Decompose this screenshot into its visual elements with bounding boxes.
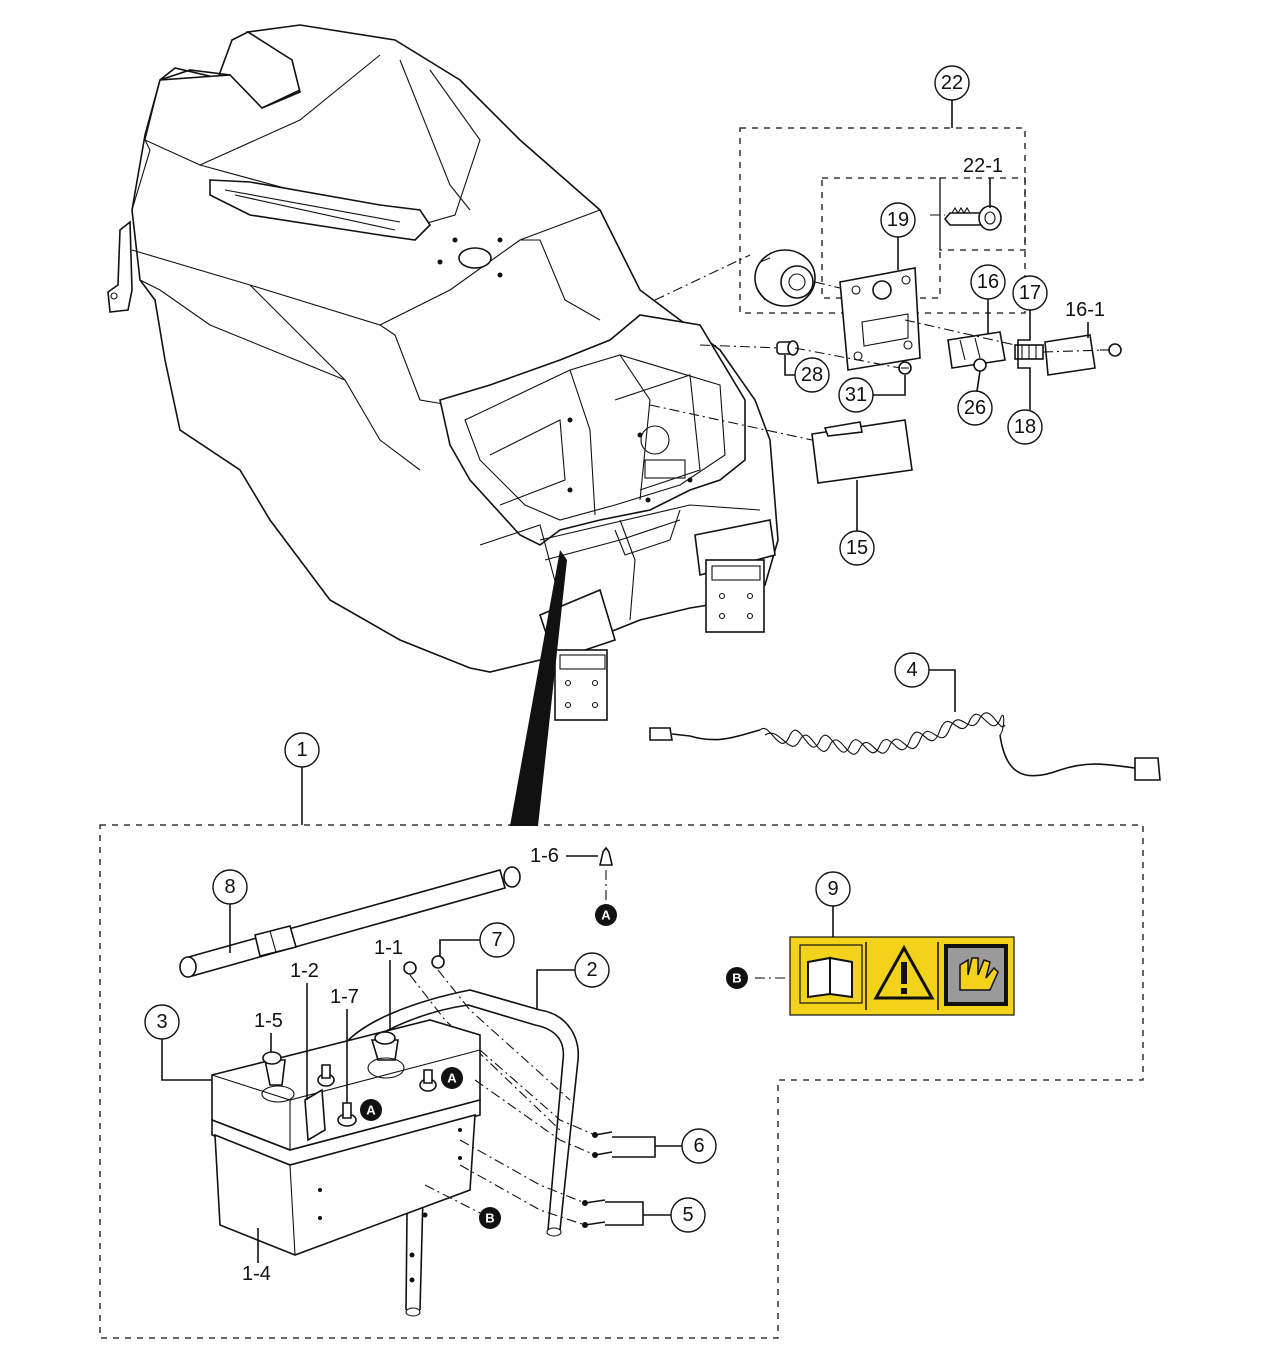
svg-text:8: 8: [224, 876, 235, 898]
svg-text:7: 7: [491, 929, 502, 951]
svg-text:1-1: 1-1: [374, 937, 403, 959]
callout-1: 1: [284, 732, 320, 768]
callout-1-1: 1-1: [374, 937, 403, 1030]
callout-16-1: 16-1: [1065, 299, 1105, 338]
callout-1-6: 1-6: [530, 845, 598, 867]
callout-4: 4: [894, 652, 956, 712]
strap-part: [179, 866, 521, 978]
ref-marker-a-box-right: A: [441, 1067, 463, 1089]
svg-text:19: 19: [887, 209, 909, 231]
svg-text:A: A: [447, 1071, 457, 1086]
callout-22-1: 22-1: [963, 155, 1003, 208]
callout-18: 18: [1007, 409, 1043, 445]
ignition-assembly: [649, 100, 1122, 484]
svg-text:28: 28: [801, 364, 823, 386]
screw-set-6: [592, 1131, 656, 1158]
bell-part: [598, 846, 614, 905]
svg-text:5: 5: [682, 1204, 693, 1226]
cover-part-16-1: [1044, 334, 1096, 376]
svg-text:18: 18: [1014, 416, 1036, 438]
callout-15: 15: [839, 480, 875, 566]
svg-text:22: 22: [941, 72, 963, 94]
svg-text:4: 4: [906, 659, 917, 681]
svg-text:2: 2: [586, 959, 597, 981]
nut-parts: [403, 955, 571, 1131]
safety-decal: [789, 936, 1015, 1016]
ref-marker-a-top: A: [595, 904, 617, 926]
callout-26: 26: [957, 370, 993, 426]
svg-text:3: 3: [156, 1011, 167, 1033]
svg-text:1-7: 1-7: [330, 986, 359, 1008]
svg-text:B: B: [732, 971, 741, 986]
housing-part-15: [811, 419, 913, 484]
callout-1-4: 1-4: [242, 1228, 271, 1285]
svg-text:22-1: 22-1: [963, 155, 1003, 177]
svg-text:26: 26: [964, 397, 986, 419]
screw-part-31: [898, 361, 912, 375]
callout-17: 17: [1012, 275, 1048, 311]
callout-6: 6: [655, 1128, 717, 1164]
ref-marker-b-handle: B: [479, 1207, 501, 1229]
callout-8: 8: [212, 869, 248, 953]
mounting-plate: [839, 267, 921, 371]
callout-19: 19: [880, 202, 916, 270]
ref-marker-b-decal: B: [726, 967, 748, 989]
callout-7: 7: [439, 922, 515, 958]
warning-triangle-icon: [873, 944, 935, 1000]
switch-part-16: [947, 331, 1006, 369]
svg-text:16: 16: [977, 271, 999, 293]
detail-leader-wedge: [510, 550, 567, 826]
svg-text:6: 6: [693, 1135, 704, 1157]
svg-text:1: 1: [296, 739, 307, 761]
svg-text:17: 17: [1019, 282, 1041, 304]
bushing-part: [776, 340, 799, 356]
callout-9: 9: [815, 871, 851, 937]
ignition-switch: [754, 249, 816, 307]
callout-31: 31: [838, 375, 906, 413]
coiled-cable: [649, 712, 1161, 781]
callout-5: 5: [643, 1197, 706, 1233]
ref-marker-a-box-left: A: [360, 1099, 382, 1121]
svg-text:1-6: 1-6: [530, 845, 559, 867]
control-box: [211, 1019, 481, 1256]
svg-text:1-4: 1-4: [242, 1263, 271, 1285]
key-part: [943, 205, 1002, 231]
svg-text:A: A: [601, 908, 611, 923]
svg-text:15: 15: [846, 537, 868, 559]
callout-1-7: 1-7: [330, 986, 359, 1103]
callout-1-5: 1-5: [254, 1010, 283, 1052]
callout-2: 2: [536, 952, 610, 1010]
callout-1-2: 1-2: [290, 960, 319, 1100]
svg-text:31: 31: [845, 384, 867, 406]
spacer-part-26: [973, 358, 987, 372]
console-housing: [107, 24, 779, 721]
callout-16: 16: [970, 264, 1006, 334]
assembly-22-1-outline: [939, 177, 1026, 251]
svg-text:1-5: 1-5: [254, 1010, 283, 1032]
svg-text:9: 9: [827, 878, 838, 900]
terminal-block-18: [1014, 344, 1044, 360]
svg-text:1-2: 1-2: [290, 960, 319, 982]
screw-set-5: [582, 1199, 644, 1228]
hand-crush-icon: [944, 944, 1008, 1006]
callout-22: 22: [934, 65, 970, 101]
svg-text:A: A: [366, 1103, 376, 1118]
book-icon: [799, 944, 863, 1004]
svg-text:16-1: 16-1: [1065, 299, 1105, 321]
svg-text:B: B: [485, 1211, 494, 1226]
callout-28: 28: [784, 355, 830, 393]
callout-3: 3: [144, 1004, 212, 1081]
bolt-part: [1100, 343, 1122, 357]
